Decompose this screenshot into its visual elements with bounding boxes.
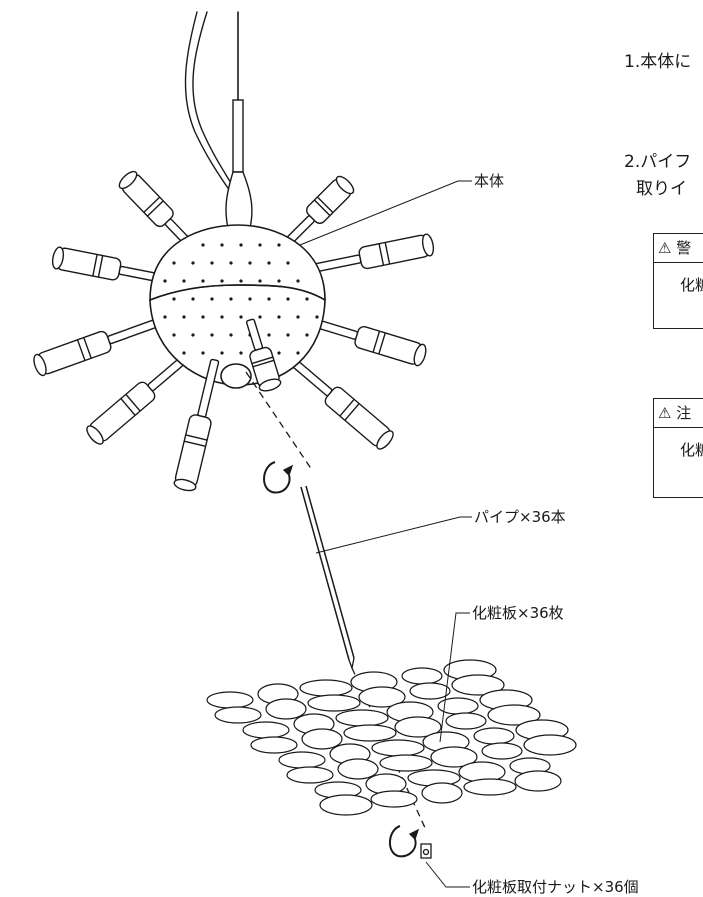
decorative-plate [451, 674, 505, 696]
decorative-plate [421, 782, 463, 804]
decorative-plate [463, 778, 517, 796]
warning-box: ⚠ 警 化粧 [653, 233, 703, 329]
label-plate: 化粧板×36枚 [472, 604, 564, 622]
decorative-plate [278, 751, 326, 769]
decorative-plate [487, 704, 541, 726]
decorative-plate [401, 667, 443, 685]
step-2-title: 2.パイフ [624, 152, 692, 172]
decorative-plate [394, 716, 442, 738]
power-cord [192, 11, 239, 196]
lamp-arm-10 [173, 358, 220, 492]
decorative-plate [286, 766, 334, 784]
decorative-plate [242, 721, 290, 739]
caution-box: ⚠ 注 化粧 [653, 398, 703, 498]
decorative-plate [206, 691, 254, 709]
label-body: 本体 [474, 172, 505, 190]
decorative-plate [523, 734, 577, 756]
lamp-arm-5 [33, 316, 167, 377]
lamp-arm-3 [303, 233, 435, 275]
assembly-axis-upper [245, 371, 313, 471]
rotation-arrow-lower [389, 825, 417, 858]
nut-part [420, 843, 432, 859]
decorative-plate [301, 728, 343, 750]
decorative-plate [379, 754, 433, 772]
caution-icon: ⚠ [658, 404, 672, 422]
decorative-plate [409, 682, 451, 700]
decorative-plate [514, 770, 562, 792]
decorative-plate [214, 706, 262, 724]
leader-nut [425, 861, 470, 888]
leader-plate [439, 612, 470, 743]
hanger-tube [232, 99, 244, 173]
decorative-plate [473, 727, 515, 745]
decorative-plate [265, 698, 307, 720]
pipe-part [300, 486, 350, 661]
decorative-plate [370, 790, 418, 808]
label-pipe: パイプ×36本 [474, 508, 566, 526]
decorative-plate [299, 679, 353, 697]
decorative-plate [445, 712, 487, 730]
caution-title: 注 [676, 404, 692, 422]
decorative-plate [307, 694, 361, 712]
decorative-plate [337, 758, 379, 780]
warning-icon: ⚠ [658, 239, 672, 257]
label-nut: 化粧板取付ナット×36個 [472, 878, 639, 896]
step-2-subtitle: 取りイ [636, 179, 687, 199]
decorative-plate [319, 794, 373, 816]
main-body-sphere [149, 224, 326, 389]
decorative-plate [358, 686, 406, 708]
bottom-cap [220, 363, 252, 389]
lamp-arm-9 [245, 318, 282, 392]
decorative-plate [430, 746, 478, 768]
step-1: 1.本体に [624, 52, 692, 72]
warning-title: 警 [676, 239, 692, 257]
decorative-plate [481, 742, 523, 760]
warning-text: 化粧 [680, 276, 703, 294]
decorative-plate [343, 724, 397, 742]
decorative-plate [335, 709, 389, 727]
rotation-arrow-upper [263, 461, 291, 494]
decorative-plate [250, 736, 298, 754]
leader-body [299, 180, 472, 246]
leader-pipe [315, 516, 472, 554]
decorative-plate [371, 739, 425, 757]
caution-text: 化粧 [680, 441, 703, 459]
